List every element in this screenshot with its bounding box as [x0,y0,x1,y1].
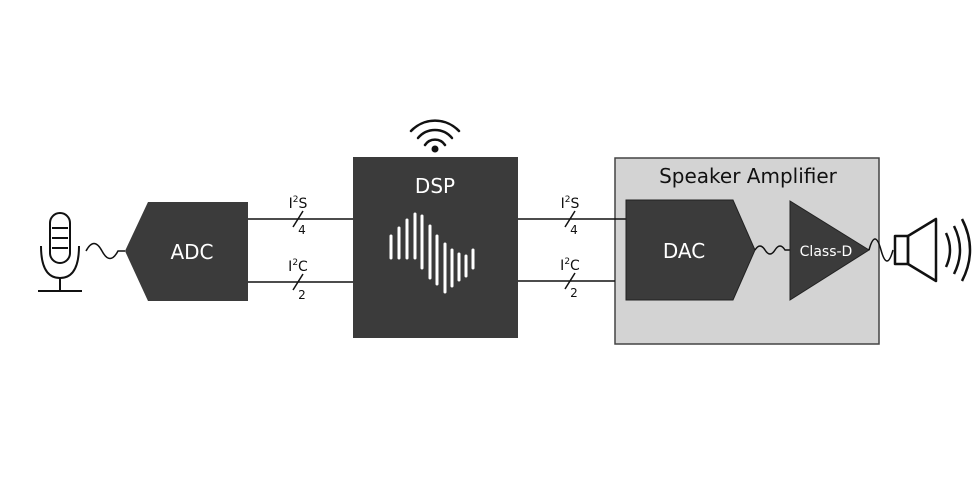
adc-label: ADC [170,240,213,264]
adc-i2s-label: I2S [289,195,308,212]
dsp-label: DSP [415,174,455,198]
speaker-icon [893,217,972,283]
class-d-label: Class-D [800,244,853,260]
microphone-icon [38,212,82,292]
audio-waveform-icon [389,212,475,294]
adc-i2c-slash [292,273,304,291]
dsp-i2c-width: 2 [570,286,578,300]
dac-block [625,199,756,301]
adc-i2c-width: 2 [298,288,306,302]
analog-signal-out [868,238,894,262]
speaker-amplifier-label: Speaker Amplifier [659,164,838,188]
dsp-i2c-label: I2C [560,257,580,274]
dac-label: DAC [663,239,705,263]
adc-i2s-width: 4 [298,223,306,237]
wifi-icon [409,119,461,153]
adc-i2c-label: I2C [288,258,308,275]
analog-signal-mid [754,245,790,255]
dsp-i2s-label: I2S [561,195,580,212]
dsp-i2s-width: 4 [570,223,578,237]
adc-i2s-slash [292,210,304,228]
dsp-i2s-slash [564,210,576,228]
analog-signal-in [85,242,125,260]
dsp-i2c-slash [564,272,576,290]
class-d-amplifier [789,200,870,301]
adc-block [125,202,248,301]
